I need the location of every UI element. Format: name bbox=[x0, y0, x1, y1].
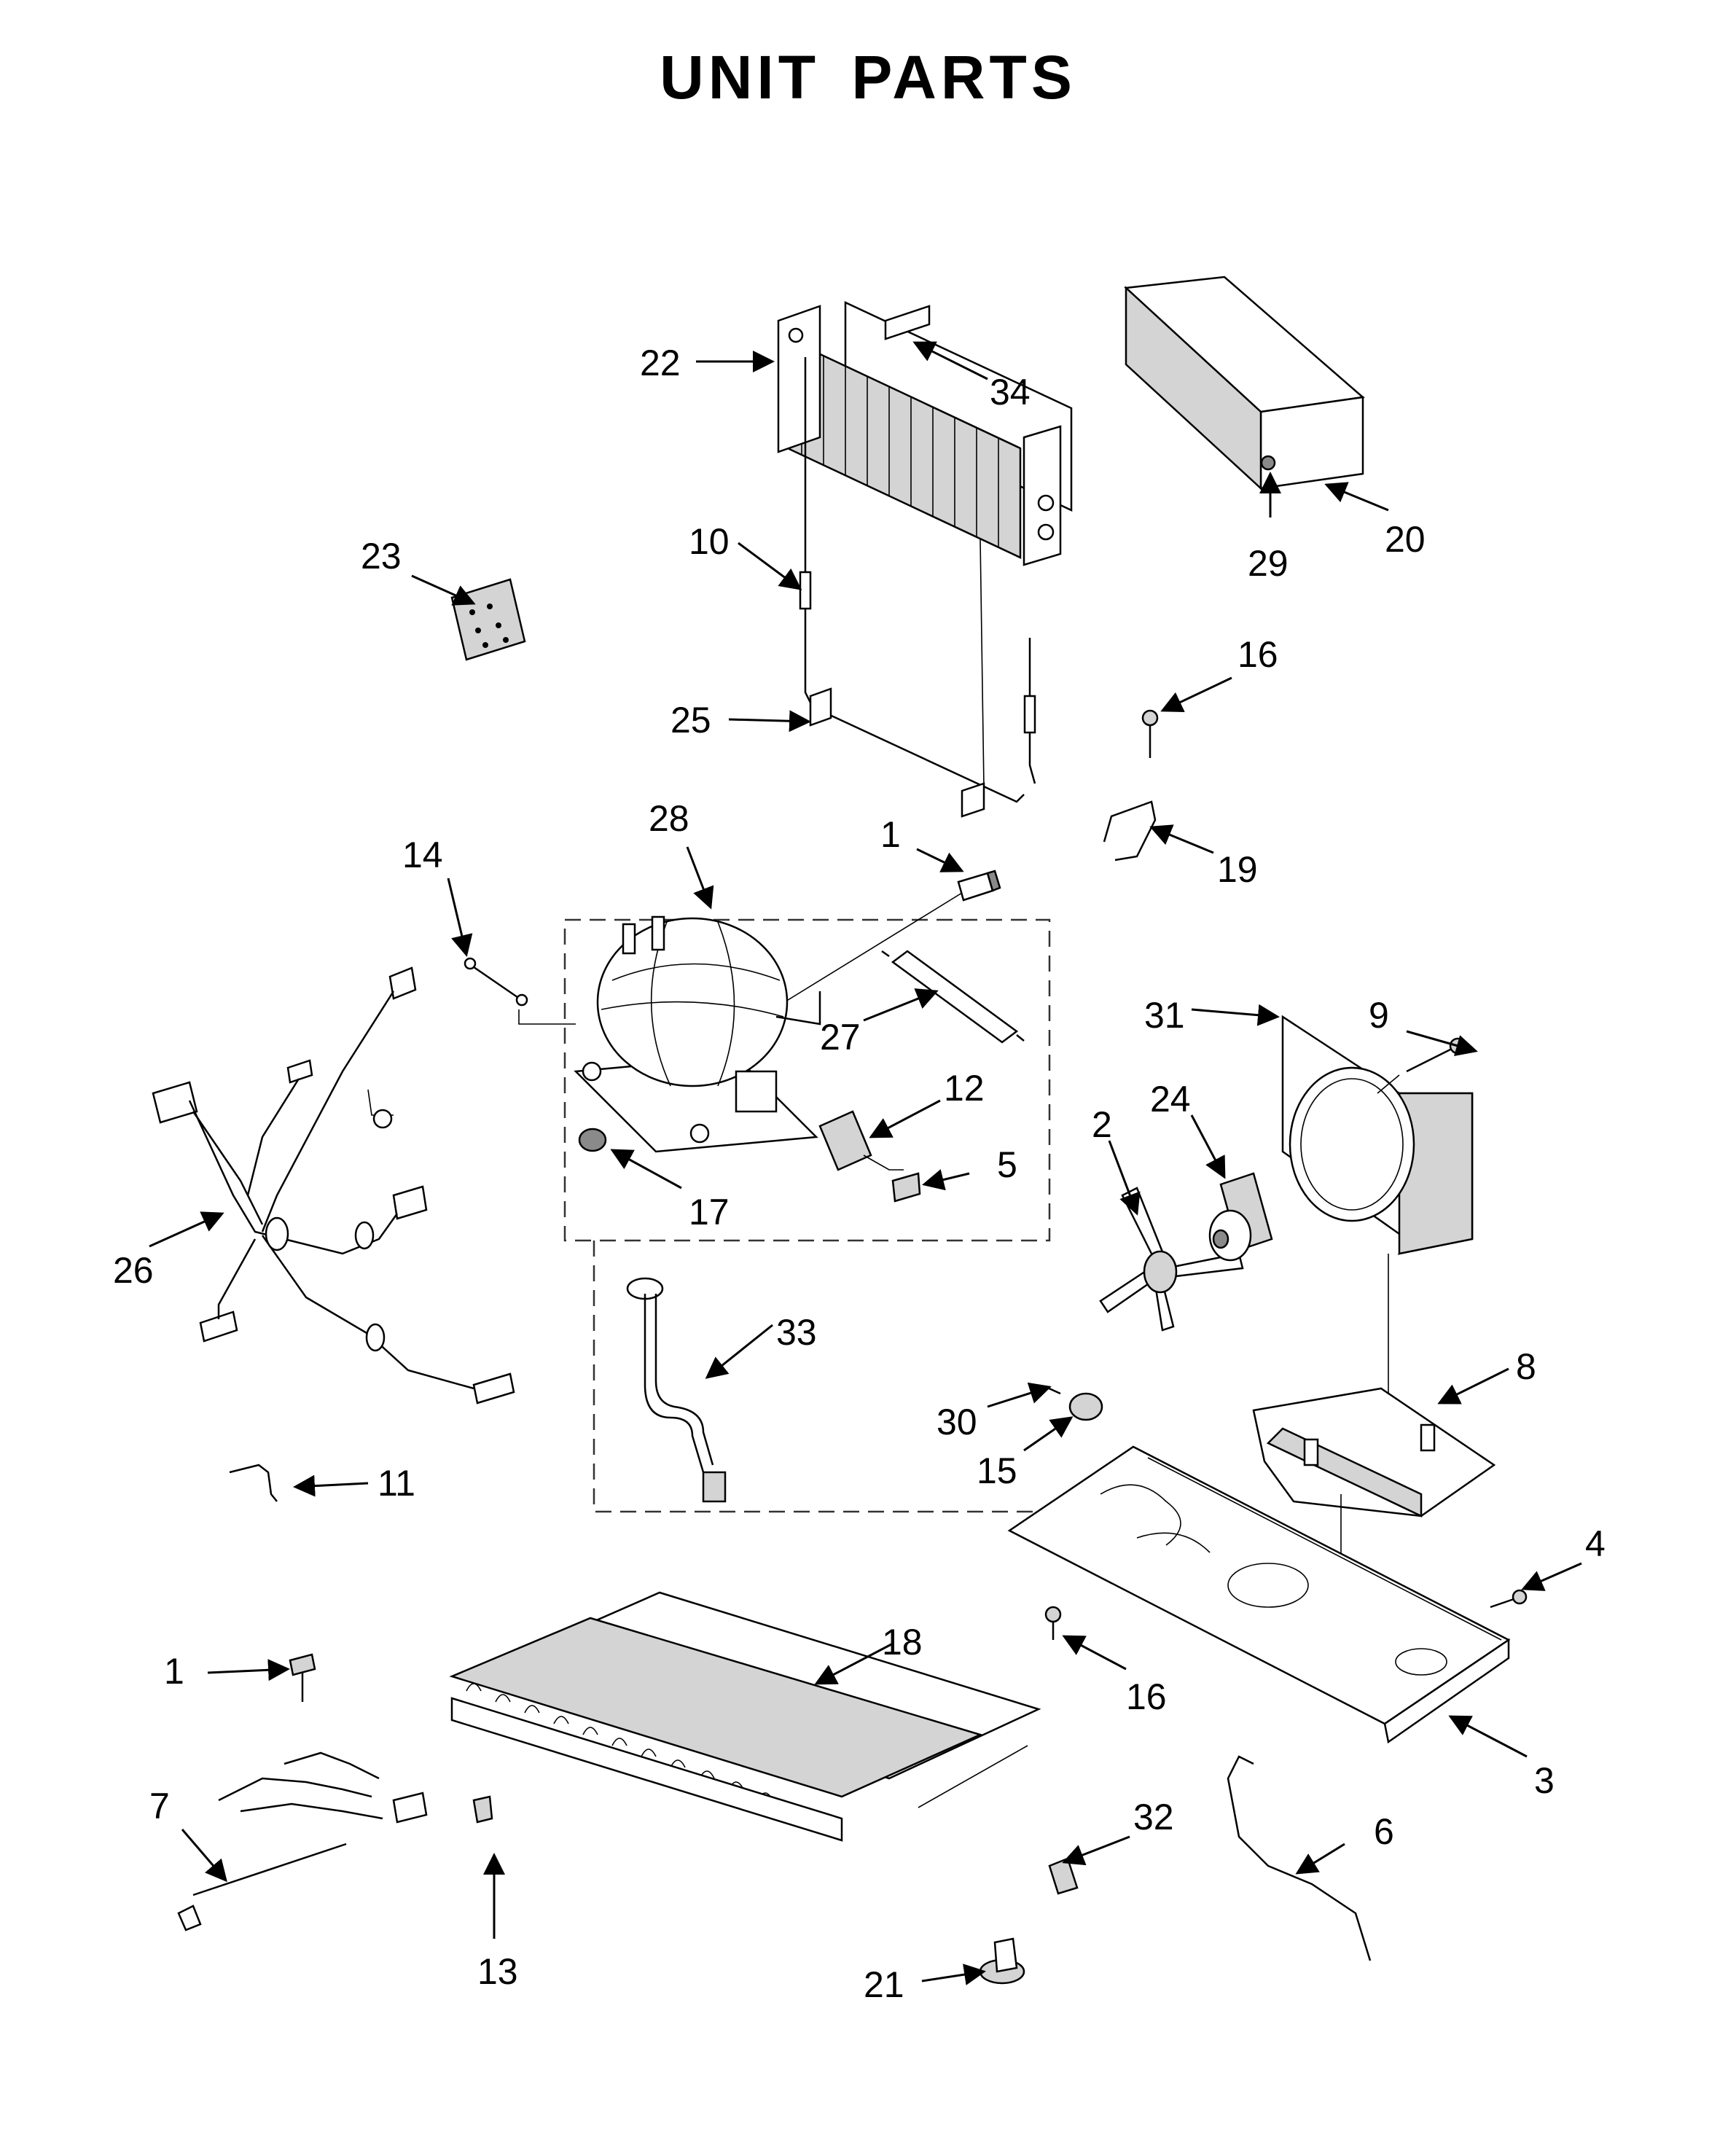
screw-upper bbox=[1141, 709, 1159, 758]
insulation-strip bbox=[884, 305, 931, 340]
callout-1: 1 bbox=[880, 814, 901, 855]
condenser-coil bbox=[449, 1591, 1041, 1842]
grommet bbox=[578, 1128, 607, 1152]
fan-motor bbox=[1208, 1172, 1273, 1262]
wire-retainer bbox=[229, 1464, 278, 1502]
callout-10: 10 bbox=[689, 521, 730, 562]
start-relay bbox=[818, 1110, 904, 1171]
callout-2: 2 bbox=[1092, 1104, 1112, 1145]
fan-blade bbox=[1099, 1187, 1244, 1332]
callout-16-lower: 16 bbox=[1126, 1676, 1167, 1717]
evaporator-coil bbox=[777, 301, 1073, 566]
drain-heater bbox=[177, 1751, 428, 1931]
fan-bracket bbox=[1252, 1387, 1496, 1517]
callout-11: 11 bbox=[378, 1463, 415, 1504]
evaporator-cover bbox=[1124, 276, 1365, 491]
callout-18: 18 bbox=[882, 1622, 923, 1663]
base-screw-right bbox=[1490, 1589, 1528, 1609]
screw-lower bbox=[1044, 1606, 1062, 1640]
callout-25: 25 bbox=[670, 700, 711, 741]
callout-16: 16 bbox=[1238, 634, 1278, 675]
wiring-harness bbox=[152, 966, 515, 1405]
callout-4: 4 bbox=[1585, 1523, 1606, 1564]
bracket-strap bbox=[464, 957, 576, 1025]
callout-13: 13 bbox=[477, 1951, 518, 1992]
callout-28: 28 bbox=[649, 798, 689, 839]
callout-29: 29 bbox=[1248, 543, 1289, 584]
callout-32: 32 bbox=[1133, 1797, 1174, 1837]
nut bbox=[1260, 455, 1276, 471]
callout-17: 17 bbox=[689, 1192, 730, 1232]
callout-6: 6 bbox=[1374, 1811, 1394, 1852]
callout-labels: 22 34 20 29 23 10 25 16 19 14 28 1 27 12… bbox=[113, 343, 1606, 2005]
compressor-kit-boundary bbox=[563, 918, 1051, 1242]
leader-lines bbox=[149, 341, 1582, 1985]
callout-15: 15 bbox=[977, 1450, 1017, 1491]
callout-14: 14 bbox=[402, 835, 443, 875]
callout-7: 7 bbox=[149, 1786, 170, 1827]
tubing-boundary bbox=[593, 1241, 1148, 1513]
callout-34: 34 bbox=[990, 372, 1031, 413]
base-plate bbox=[1007, 1445, 1511, 1744]
callout-1-lower: 1 bbox=[164, 1651, 184, 1692]
rubber-grommet bbox=[1068, 1392, 1103, 1421]
callout-12: 12 bbox=[944, 1068, 985, 1109]
diagram-title: UNIT PARTS bbox=[660, 43, 1076, 112]
spacer bbox=[1048, 1857, 1079, 1895]
callout-27: 27 bbox=[820, 1017, 861, 1058]
screw-lower-left bbox=[289, 1653, 316, 1702]
callout-5: 5 bbox=[997, 1144, 1017, 1185]
callout-24: 24 bbox=[1150, 1079, 1191, 1120]
defrost-heater-wiring bbox=[799, 357, 1036, 818]
discharge-tube bbox=[626, 1277, 727, 1503]
fastener bbox=[979, 1937, 1025, 1985]
callout-23: 23 bbox=[361, 536, 402, 577]
drain-tube-wire bbox=[1227, 1755, 1372, 1961]
compressor bbox=[574, 915, 821, 1153]
callout-8: 8 bbox=[1516, 1346, 1536, 1387]
callout-31: 31 bbox=[1144, 995, 1185, 1036]
overload-protector bbox=[891, 1172, 921, 1203]
callout-20: 20 bbox=[1385, 519, 1426, 560]
callout-19: 19 bbox=[1217, 849, 1258, 890]
tubing-clip bbox=[472, 1795, 493, 1824]
filter-drier bbox=[881, 950, 1025, 1044]
fan-shroud bbox=[1281, 1015, 1474, 1255]
mounting-clip bbox=[1103, 800, 1157, 862]
callout-3: 3 bbox=[1534, 1760, 1555, 1801]
control-board bbox=[450, 578, 526, 661]
callout-9: 9 bbox=[1369, 995, 1389, 1036]
screw-compressor bbox=[772, 870, 1001, 1010]
callout-26: 26 bbox=[113, 1250, 154, 1291]
callout-21: 21 bbox=[864, 1964, 904, 2005]
callout-30: 30 bbox=[937, 1402, 977, 1442]
callout-33: 33 bbox=[776, 1312, 817, 1353]
callout-22: 22 bbox=[640, 343, 681, 383]
